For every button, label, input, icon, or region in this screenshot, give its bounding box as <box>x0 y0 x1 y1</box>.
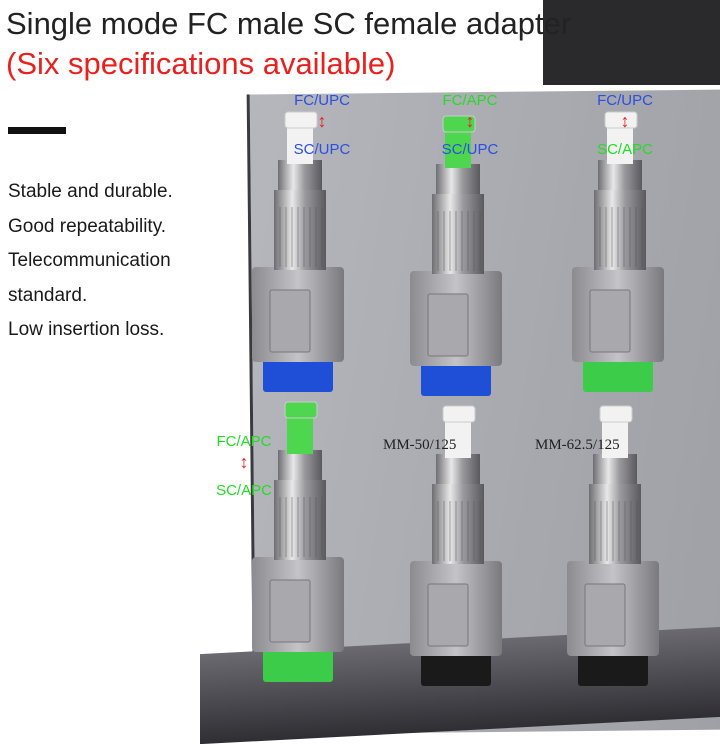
fiber-cap <box>445 418 471 458</box>
spec-label-top: FC/APC <box>442 92 498 109</box>
spec-label-bottom: SC/APC <box>597 141 653 158</box>
page-title: Single mode FC male SC female adapter <box>6 6 572 41</box>
up-down-arrow-icon: ↕ <box>620 111 630 131</box>
fiber-cap-top <box>604 111 638 129</box>
fc-threaded-body <box>432 194 484 274</box>
fc-nut-top <box>278 160 322 190</box>
spec-label-top: FC/UPC <box>294 92 350 109</box>
fiber-cap <box>287 414 313 454</box>
fiber-cap <box>602 418 628 458</box>
divider <box>8 127 66 134</box>
up-down-arrow-icon: ↕ <box>239 452 249 472</box>
fiber-cap-top <box>599 405 633 423</box>
up-down-arrow-icon: ↕ <box>465 111 475 131</box>
feature-item: Telecommunication <box>8 250 171 271</box>
fiber-cap-top <box>442 115 476 133</box>
fiber-adapter <box>572 111 664 392</box>
up-down-arrow-icon: ↕ <box>317 111 327 131</box>
fc-threaded-body <box>432 484 484 564</box>
sc-port <box>584 583 626 647</box>
fiber-cap-top <box>284 111 318 129</box>
fc-threaded-body <box>274 190 326 270</box>
fiber-adapter <box>567 405 659 686</box>
spec-label: MM-62.5/125 <box>535 437 620 453</box>
fiber-cap <box>445 128 471 168</box>
fc-threaded-body <box>594 190 646 270</box>
spec-label-top: FC/APC <box>216 433 272 450</box>
fiber-cap-top <box>284 401 318 419</box>
fc-nut-top <box>436 454 480 484</box>
spec-label: MM-50/125 <box>383 437 457 453</box>
sc-port <box>589 289 631 353</box>
fiber-cap <box>287 124 313 164</box>
fiber-adapter <box>410 405 502 686</box>
fiber-cap <box>607 124 633 164</box>
sc-port <box>269 289 311 353</box>
fc-nut-top <box>436 164 480 194</box>
fiber-adapter <box>252 111 344 392</box>
fc-nut-top <box>593 454 637 484</box>
sc-port <box>269 579 311 643</box>
adapters-illustration <box>252 111 664 686</box>
sc-port <box>427 293 469 357</box>
fiber-cap-top <box>442 405 476 423</box>
fc-threaded-body <box>589 484 641 564</box>
fc-nut-top <box>278 450 322 480</box>
feature-item: standard. <box>8 284 88 306</box>
feature-item: Good repeatability. <box>8 215 167 237</box>
fc-nut-top <box>598 160 642 190</box>
feature-item: Stable and durable. <box>8 181 173 202</box>
fc-threaded-body <box>274 480 326 560</box>
spec-label-top: FC/UPC <box>597 92 653 109</box>
fiber-adapter <box>252 401 344 682</box>
spec-label-bottom: SC/UPC <box>441 141 499 158</box>
page-subtitle: (Six specifications available) <box>6 46 396 81</box>
background-dark-block <box>543 0 720 85</box>
spec-label-bottom: SC/UPC <box>293 141 351 158</box>
feature-list: Stable and durable. Good repeatability. … <box>8 175 173 348</box>
spec-label-bottom: SC/APC <box>216 482 272 499</box>
sc-port <box>427 583 469 647</box>
fiber-adapter <box>410 115 502 396</box>
feature-item: Low insertion loss. <box>8 319 165 340</box>
